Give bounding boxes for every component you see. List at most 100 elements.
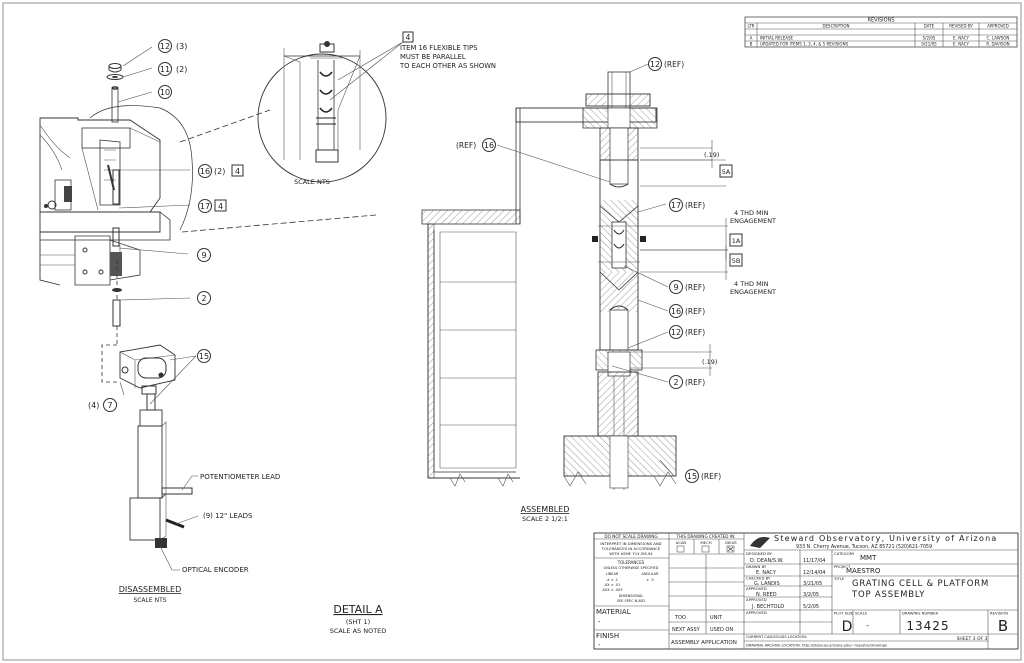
tb-signoff-name-1: D. DEAN/S.W. bbox=[750, 558, 784, 564]
note-potentiometer-lead: POTENTIOMETER LEAD bbox=[200, 473, 280, 481]
callout-7-label: 7 bbox=[107, 401, 112, 410]
magnified-note-line-2: MUST BE PARALLEL bbox=[400, 53, 466, 61]
rev-row-a-date: 5/2/05 bbox=[923, 36, 936, 41]
magnified-callout: 4 bbox=[406, 33, 411, 42]
tb-signoff-role-5: APPROVED bbox=[746, 597, 767, 602]
observatory-logo-icon bbox=[750, 537, 770, 548]
balloon-17 bbox=[198, 199, 212, 213]
detail-a-sheet: (SHT 1) bbox=[346, 618, 370, 626]
assembled-view: (.19) 5A 1A 5B 4 THD MIN ENGAGEMENT 4 TH… bbox=[421, 57, 776, 523]
assembled-dimensions: (.19) 5A 1A 5B 4 THD MIN ENGAGEMENT 4 TH… bbox=[630, 140, 776, 376]
tb-signoff-name-5: J. BECHTOLD bbox=[751, 604, 784, 610]
tb-drawing-number-label: DRAWING NUMBER bbox=[902, 611, 939, 616]
rev-row-a-by: E. NACY bbox=[953, 36, 969, 41]
assembled-callouts: 12 (REF) (REF) 16 17 (REF) 9 (REF) 16 (R… bbox=[456, 57, 721, 483]
potentiometer-body bbox=[129, 393, 193, 548]
revisions-title: REVISIONS bbox=[867, 18, 894, 24]
tb-plot-size: D bbox=[842, 619, 853, 635]
tb-sheet: SHEET 3 OF 3 bbox=[957, 636, 988, 642]
magnified-note-line-1: ITEM 16 FLEXIBLE TIPS bbox=[400, 44, 477, 52]
assembled-ref-3: (REF) bbox=[685, 201, 705, 210]
tb-org: Steward Observatory, University of Arizo… bbox=[774, 534, 998, 543]
rev-row-b-approved: R. DAVISON bbox=[986, 42, 1009, 47]
assembled-ref-6: (REF) bbox=[685, 328, 705, 337]
tb-material-label: MATERIAL bbox=[596, 608, 631, 616]
callout-12-qty: (3) bbox=[176, 42, 187, 51]
magnified-callout-box bbox=[402, 31, 414, 43]
assembled-leaders bbox=[496, 63, 675, 477]
rev-header-date: DATE bbox=[924, 24, 935, 29]
detail-circle-region bbox=[89, 105, 377, 233]
housing-section bbox=[421, 108, 521, 487]
assembled-callout-12-top: 12 bbox=[650, 60, 660, 69]
tb-signoff-role-2: DRAWN BY bbox=[746, 564, 767, 569]
dim-019-upper: (.19) bbox=[704, 151, 719, 159]
callout-10-label: 10 bbox=[160, 88, 170, 97]
tb-plot-size-label: PLOT SIZE bbox=[834, 611, 854, 616]
tb-tol-xx: .XX ± .01 bbox=[604, 583, 621, 587]
checkbox-mech bbox=[701, 545, 710, 553]
callout-15-label: 15 bbox=[199, 352, 209, 361]
rev-row-b-by: E. NACY bbox=[953, 42, 969, 47]
tb-qty-too: TOO bbox=[674, 615, 686, 621]
tb-unless: UNLESS OTHERWISE SPECIFIED bbox=[604, 566, 659, 570]
exploded-parts bbox=[101, 63, 124, 383]
tb-signoff-role-3: CHECKED BY bbox=[746, 576, 771, 581]
callout-16-qty: (2) bbox=[214, 167, 225, 176]
tb-dimensional: DIMENSIONAL bbox=[619, 594, 644, 598]
callout-2-label: 2 bbox=[201, 294, 206, 303]
assembled-title: ASSEMBLED bbox=[521, 505, 570, 514]
tb-see-spec: SEE SPEC N-602 bbox=[617, 599, 645, 603]
balloon-10 bbox=[158, 85, 172, 99]
tb-signoff-date-2: 12/14/04 bbox=[803, 570, 825, 576]
tb-title-label: TITLE bbox=[833, 576, 845, 581]
disassembled-scale: SCALE NTS bbox=[133, 597, 166, 604]
detail-a-title-group: DETAIL A (SHT 1) SCALE AS NOTED bbox=[330, 603, 387, 635]
tb-project-label: PROJECT bbox=[834, 564, 851, 569]
assembled-ref-5: (REF) bbox=[685, 307, 705, 316]
magnified-scale: SCALE NTS bbox=[294, 178, 330, 186]
tb-signoff-date-4: 3/2/05 bbox=[803, 592, 819, 598]
tb-archive: DRAWING ARCHIVE LOCATION: http://stelar.… bbox=[746, 644, 887, 648]
tb-do-not-scale: DO NOT SCALE DRAWING bbox=[604, 534, 657, 539]
assembled-ref-8: (REF) bbox=[701, 472, 721, 481]
tb-revision: B bbox=[998, 617, 1008, 635]
box-1a bbox=[729, 233, 743, 247]
tb-title-line-2: TOP ASSEMBLY bbox=[851, 590, 925, 600]
rev-row-b-desc: UPDATED FOR ITEMS 1, 3, 4, & 5 REVISIONS bbox=[760, 42, 849, 47]
callout-11-qty: (2) bbox=[176, 65, 187, 74]
box-5a bbox=[719, 164, 733, 178]
tb-material-value: - bbox=[598, 618, 601, 626]
assembled-callout-15: 15 bbox=[687, 472, 697, 481]
callout-12-label: 12 bbox=[160, 42, 170, 51]
tb-address: 933 N. Cherry Avenue, Tucson, AZ 85721 (… bbox=[796, 544, 932, 550]
note-optical-encoder: OPTICAL ENCODER bbox=[182, 566, 249, 574]
rev-header-approved: APPROVED bbox=[987, 24, 1009, 29]
tb-qty-unit: UNIT bbox=[710, 615, 723, 621]
box-5a-label: 5A bbox=[722, 168, 731, 176]
box-4-upper-label: 4 bbox=[235, 167, 240, 176]
tb-interpret-3: WITH ASME Y14.5M-94 bbox=[609, 551, 653, 556]
tb-tol-x: .X ± .1 bbox=[606, 578, 618, 582]
balloon-2 bbox=[197, 291, 211, 305]
tb-finish-value: - bbox=[598, 641, 601, 649]
tb-created-in: THIS DRAWING CREATED IN: bbox=[675, 534, 735, 539]
tb-signoff-role-1: DESIGNED BY bbox=[746, 551, 773, 556]
dim-019-lower: (.19) bbox=[702, 358, 717, 366]
box-5b-label: 5B bbox=[732, 257, 741, 265]
note-thd-2: 4 THD MIN bbox=[734, 280, 769, 288]
magnified-note-line-3: TO EACH OTHER AS SHOWN bbox=[399, 62, 496, 70]
balloon-9 bbox=[197, 248, 211, 262]
note-engagement-2: ENGAGEMENT bbox=[730, 288, 776, 296]
tb-category-label: CATEGORY bbox=[834, 551, 855, 556]
tb-tolerances: TOLERANCES bbox=[617, 560, 645, 565]
checkbox-acad bbox=[676, 545, 685, 553]
tb-scale-value: - bbox=[866, 621, 869, 630]
callout-9-label: 9 bbox=[201, 251, 206, 260]
detail-a-title: DETAIL A bbox=[333, 603, 383, 616]
box-5b bbox=[729, 253, 743, 267]
assembled-callout-12-mid: 12 bbox=[671, 328, 681, 337]
central-shaft bbox=[563, 71, 677, 490]
tb-used-on: USED ON bbox=[710, 627, 733, 633]
